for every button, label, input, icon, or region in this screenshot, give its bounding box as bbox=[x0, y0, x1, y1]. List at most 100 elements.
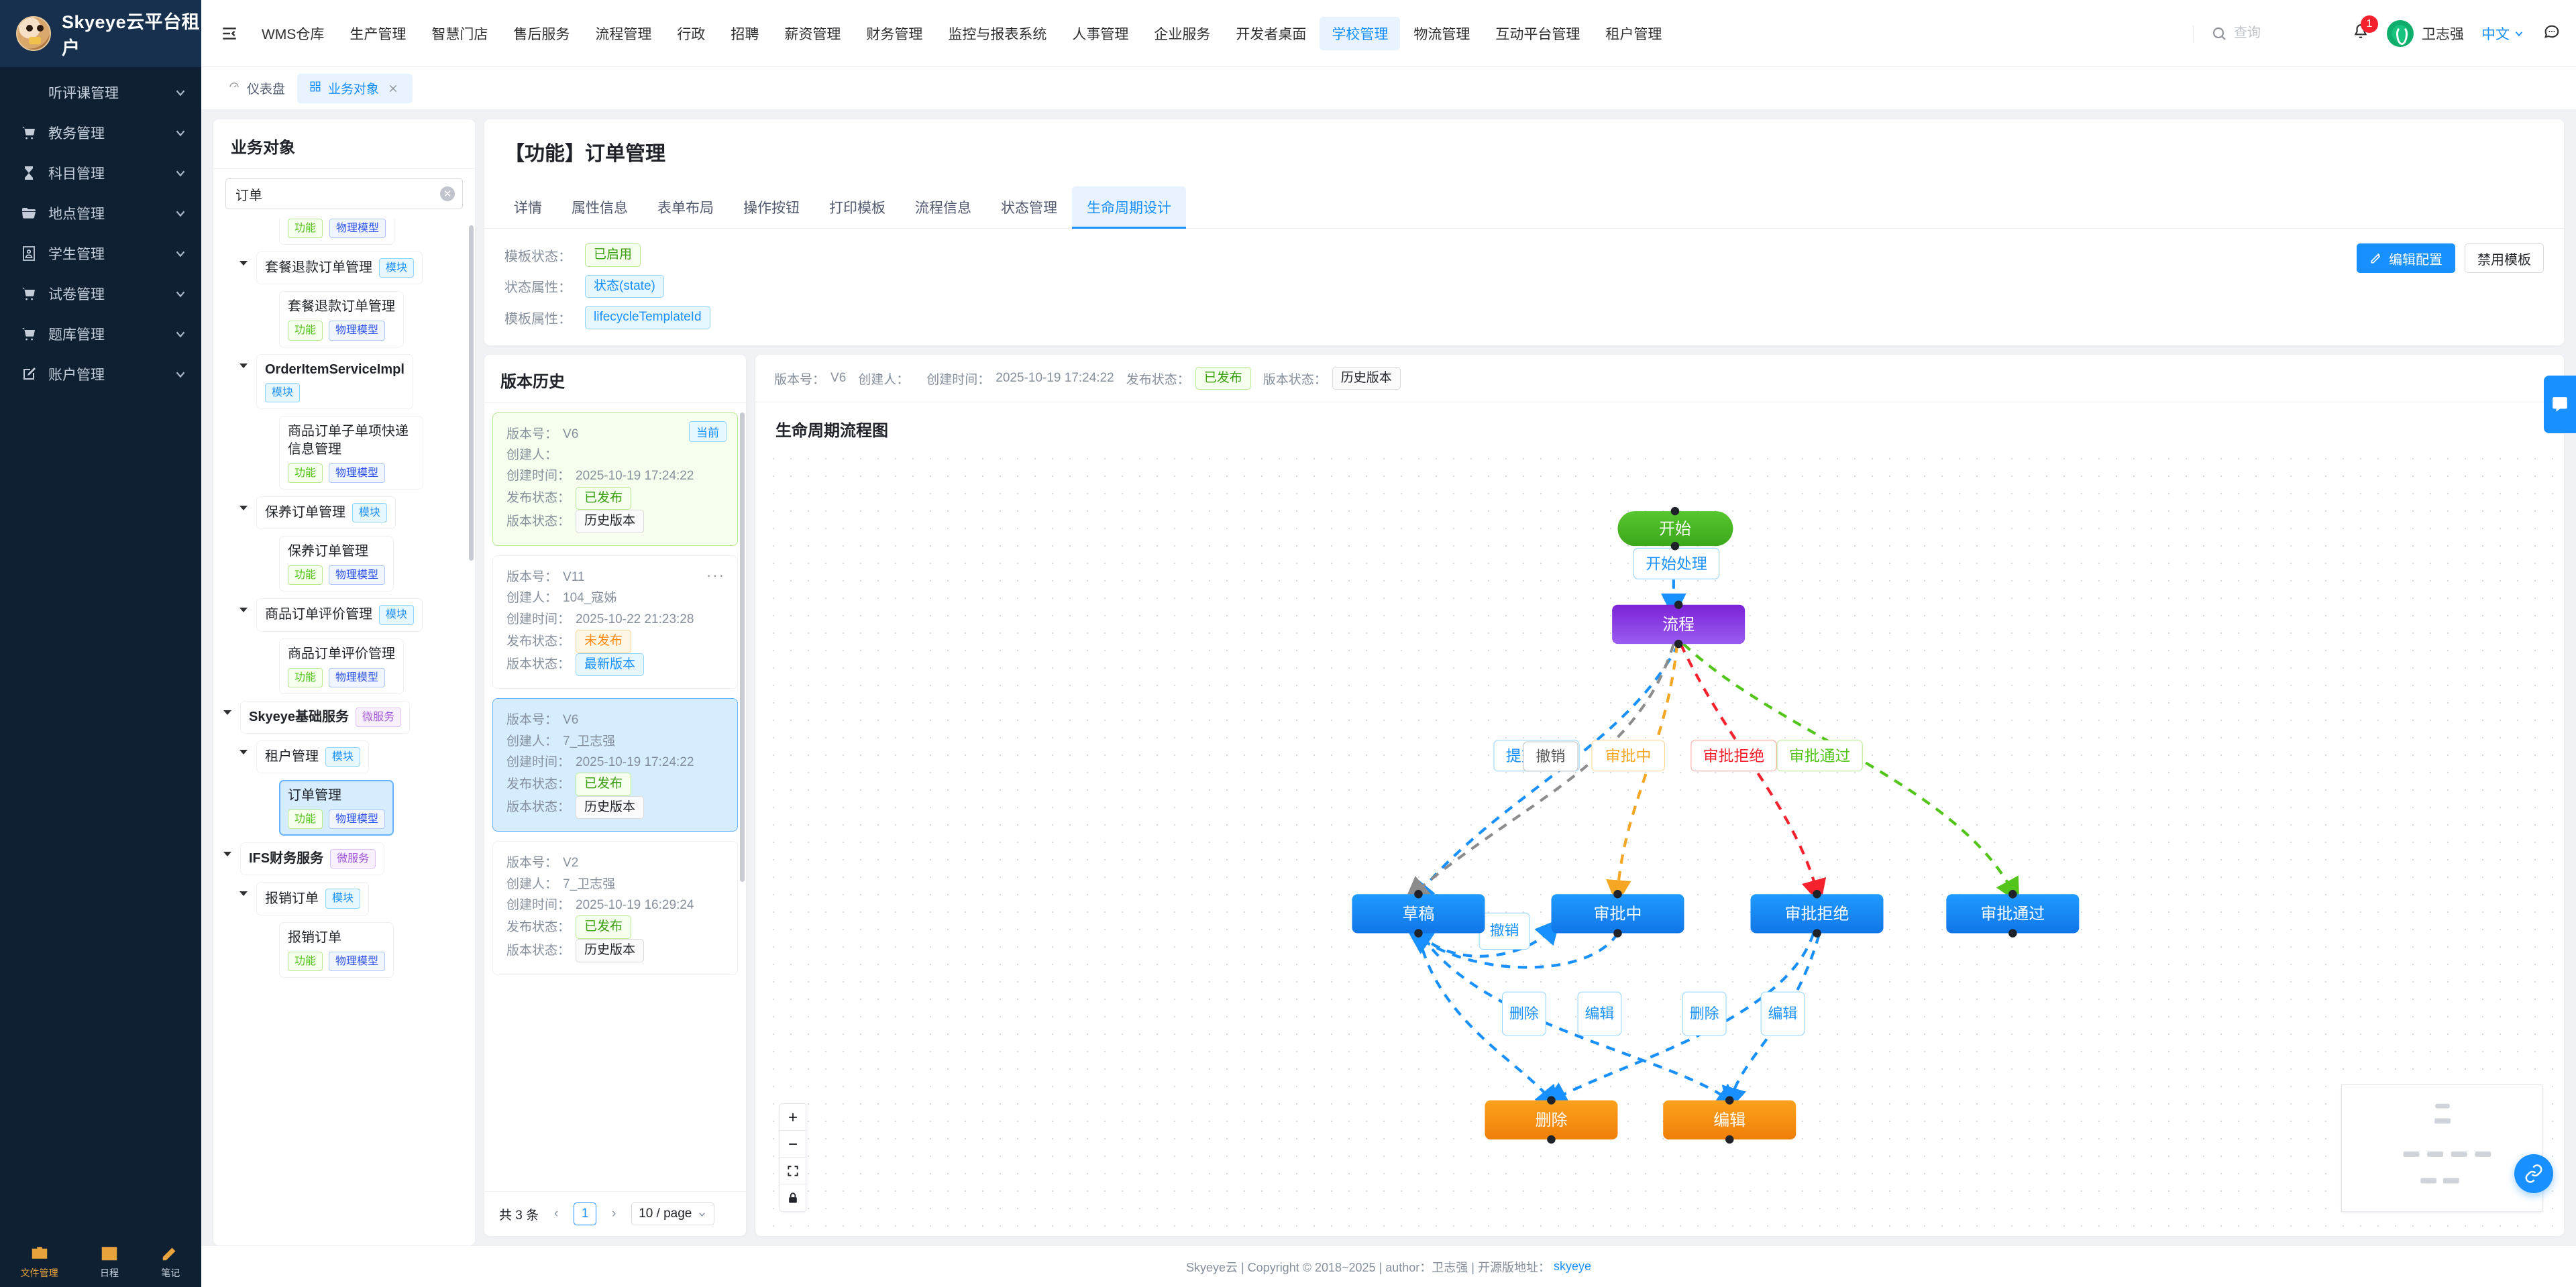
tree-node[interactable]: Skyeye基础服务 微服务 bbox=[240, 700, 410, 734]
tab-details[interactable]: 详情 bbox=[514, 201, 542, 216]
tree-node[interactable]: 报销订单 模块 bbox=[256, 882, 370, 915]
caret-expand-icon[interactable] bbox=[220, 842, 235, 865]
tab-lifecycle-design[interactable]: 生命周期设计 bbox=[1072, 186, 1186, 229]
tree-node[interactable]: 商品订单子单项快递信息管理 功能 物理模型 bbox=[279, 415, 423, 490]
nav-item-tenant[interactable]: 租户管理 bbox=[1605, 26, 1662, 42]
chat-button[interactable] bbox=[2542, 22, 2561, 44]
nav-item-process[interactable]: 流程管理 bbox=[595, 26, 652, 42]
floating-action-button[interactable] bbox=[2514, 1154, 2553, 1193]
tree-node-order-management[interactable]: 订单管理 功能 物理模型 bbox=[279, 780, 394, 836]
nav-item-smartstore[interactable]: 智慧门店 bbox=[431, 26, 488, 42]
caret-expand-icon[interactable] bbox=[220, 701, 235, 724]
flow-nodes[interactable]: 开始 流程 bbox=[1352, 507, 2080, 1144]
nav-item-school[interactable]: 学校管理 bbox=[1320, 16, 1401, 50]
dock-item-files[interactable]: 文件管理 bbox=[21, 1243, 58, 1280]
disable-template-button[interactable]: 禁用模板 bbox=[2465, 243, 2544, 273]
nav-item-interactive[interactable]: 互动平台管理 bbox=[1495, 26, 1580, 42]
caret-expand-icon[interactable] bbox=[236, 882, 251, 905]
pager-page-1[interactable]: 1 bbox=[574, 1202, 597, 1225]
fit-view-button[interactable] bbox=[780, 1158, 806, 1184]
nav-item-devdesk[interactable]: 开发者桌面 bbox=[1236, 26, 1307, 42]
tab-state-management[interactable]: 状态管理 bbox=[1001, 201, 1057, 216]
tree-item[interactable]: 报销订单 模块 bbox=[220, 882, 468, 915]
tree-item[interactable]: 保养订单管理 功能 物理模型 bbox=[220, 536, 468, 592]
sidebar-item-xuesheng[interactable]: 学生管理 bbox=[0, 233, 201, 274]
nav-item-enterprise[interactable]: 企业服务 bbox=[1154, 26, 1211, 42]
notifications-button[interactable]: 1 bbox=[2352, 15, 2378, 44]
tree-node[interactable]: 功能 物理模型 bbox=[279, 219, 395, 245]
caret-expand-icon[interactable] bbox=[236, 598, 251, 621]
page-tab-dashboard[interactable]: 仪表盘 bbox=[216, 74, 297, 103]
tab-process-info[interactable]: 流程信息 bbox=[915, 201, 971, 216]
sidebar-item-zhanghu[interactable]: 账户管理 bbox=[0, 354, 201, 394]
global-search[interactable] bbox=[2193, 25, 2334, 42]
node-delete[interactable]: 删除 bbox=[1485, 1096, 1618, 1144]
nav-item-wms[interactable]: WMS仓库 bbox=[262, 26, 325, 42]
tree-node[interactable]: 保养订单管理 功能 物理模型 bbox=[279, 536, 394, 592]
pager-page-size-select[interactable]: 10 / page bbox=[631, 1202, 715, 1225]
business-object-search-input[interactable] bbox=[225, 178, 463, 209]
tree-node[interactable]: 租户管理 模块 bbox=[256, 740, 370, 774]
nav-item-production[interactable]: 生产管理 bbox=[350, 26, 407, 42]
caret-expand-icon[interactable] bbox=[236, 740, 251, 763]
version-list-scrollbar[interactable] bbox=[740, 412, 745, 882]
nav-item-monitor[interactable]: 监控与报表系统 bbox=[948, 26, 1047, 42]
tree-node[interactable]: OrderItemServiceImpl 模块 bbox=[256, 353, 413, 409]
business-object-tree[interactable]: 功能 物理模型 套餐退款订单管理 模块 bbox=[213, 219, 475, 1245]
diagram-canvas[interactable]: 开始处理 提交审批 撤销 审批中 审批拒绝 审批通过 撤销 删除 编辑 删除 bbox=[765, 450, 2555, 1227]
tab-print-template[interactable]: 打印模板 bbox=[829, 201, 885, 216]
sidebar-item-jiaowu[interactable]: 教务管理 bbox=[0, 113, 201, 153]
version-card[interactable]: 当前 版本号：V6 创建人： 创建时间：2025-10-19 17:24:22 … bbox=[492, 412, 738, 546]
version-card[interactable]: 版本号：V2 创建人：7_卫志强 创建时间：2025-10-19 16:29:2… bbox=[492, 841, 738, 975]
flowchart-svg[interactable]: 开始处理 提交审批 撤销 审批中 审批拒绝 审批通过 撤销 删除 编辑 删除 bbox=[765, 450, 2555, 1227]
nav-item-recruit[interactable]: 招聘 bbox=[731, 26, 759, 42]
page-tab-business-object[interactable]: 业务对象 bbox=[297, 73, 413, 103]
node-process[interactable]: 流程 bbox=[1612, 600, 1746, 649]
nav-item-admin[interactable]: 行政 bbox=[677, 26, 706, 42]
user-menu[interactable]: 卫志强 bbox=[2387, 19, 2464, 47]
tree-item[interactable]: IFS财务服务 微服务 bbox=[220, 842, 468, 876]
edit-config-button[interactable]: 编辑配置 bbox=[2357, 243, 2455, 273]
nav-item-salary[interactable]: 薪资管理 bbox=[784, 26, 841, 42]
caret-expand-icon[interactable] bbox=[236, 251, 251, 274]
tree-item[interactable]: 套餐退款订单管理 模块 bbox=[220, 251, 468, 285]
tree-node[interactable]: 保养订单管理 模块 bbox=[256, 496, 396, 530]
nav-item-finance[interactable]: 财务管理 bbox=[866, 26, 923, 42]
collapse-sidebar-button[interactable] bbox=[215, 19, 244, 48]
tree-node[interactable]: 商品订单评价管理 模块 bbox=[256, 598, 423, 632]
node-approval-passed[interactable]: 审批通过 bbox=[1946, 890, 2080, 938]
more-options-icon[interactable]: ··· bbox=[706, 567, 725, 583]
caret-expand-icon[interactable] bbox=[236, 496, 251, 519]
clear-icon[interactable]: ✕ bbox=[440, 186, 455, 201]
node-start[interactable]: 开始 bbox=[1617, 507, 1733, 551]
version-history-list[interactable]: 当前 版本号：V6 创建人： 创建时间：2025-10-19 17:24:22 … bbox=[484, 403, 746, 1191]
side-chat-button[interactable] bbox=[2544, 376, 2576, 433]
tree-item[interactable]: 商品订单子单项快递信息管理 功能 物理模型 bbox=[220, 415, 468, 490]
caret-expand-icon[interactable] bbox=[236, 354, 251, 377]
sidebar-item-tingpingke[interactable]: 听评课管理 bbox=[0, 72, 201, 113]
pager-prev-button[interactable]: ‹ bbox=[553, 1207, 559, 1221]
node-approval-rejected[interactable]: 审批拒绝 bbox=[1750, 890, 1884, 938]
sidebar-item-kemu[interactable]: 科目管理 bbox=[0, 153, 201, 193]
tree-node[interactable]: 商品订单评价管理 功能 物理模型 bbox=[279, 638, 404, 694]
footer-link[interactable]: skyeye bbox=[1553, 1260, 1592, 1273]
version-card[interactable]: ··· 版本号：V11 创建人：104_寇姊 创建时间：2025-10-22 2… bbox=[492, 555, 738, 689]
diagram-minimap[interactable] bbox=[2341, 1084, 2542, 1212]
sidebar-item-didian[interactable]: 地点管理 bbox=[0, 193, 201, 233]
pager-next-button[interactable]: › bbox=[611, 1207, 616, 1221]
sidebar-item-shijuan[interactable]: 试卷管理 bbox=[0, 274, 201, 314]
tree-item[interactable]: 租户管理 模块 bbox=[220, 740, 468, 774]
version-card-selected[interactable]: 版本号：V6 创建人：7_卫志强 创建时间：2025-10-19 17:24:2… bbox=[492, 698, 738, 832]
tab-attributes[interactable]: 属性信息 bbox=[572, 201, 628, 216]
tree-item[interactable]: OrderItemServiceImpl 模块 bbox=[220, 353, 468, 409]
dock-item-calendar[interactable]: 日程 bbox=[99, 1243, 119, 1280]
language-selector[interactable]: 中文 bbox=[2481, 23, 2525, 44]
search-input[interactable] bbox=[2234, 25, 2334, 41]
dock-item-notes[interactable]: 笔记 bbox=[160, 1243, 180, 1280]
nav-item-aftersales[interactable]: 售后服务 bbox=[513, 26, 570, 42]
nav-item-hr[interactable]: 人事管理 bbox=[1072, 26, 1129, 42]
tree-item[interactable]: 套餐退款订单管理 功能 物理模型 bbox=[220, 291, 468, 347]
tab-form-layout[interactable]: 表单布局 bbox=[657, 201, 714, 216]
tree-item[interactable]: 商品订单评价管理 模块 bbox=[220, 598, 468, 632]
tree-node[interactable]: IFS财务服务 微服务 bbox=[240, 842, 385, 876]
